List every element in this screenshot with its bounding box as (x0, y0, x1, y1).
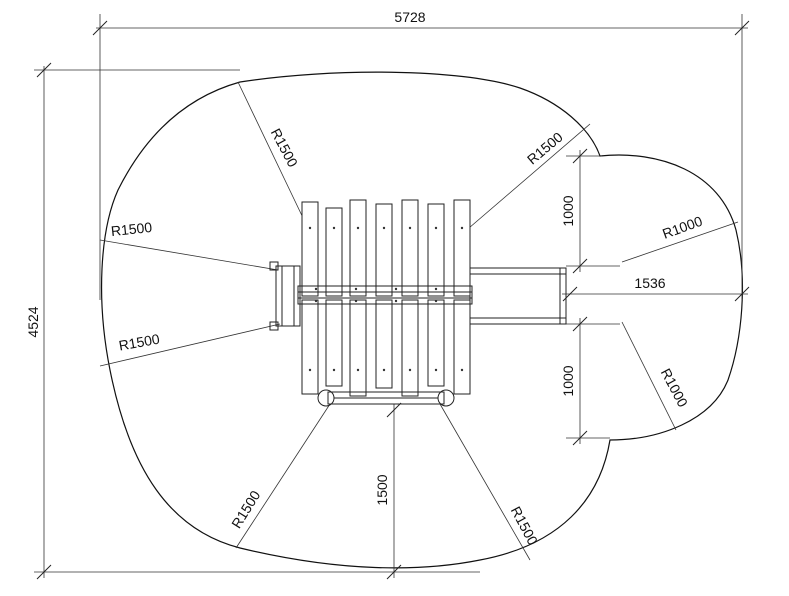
front-base (317, 389, 455, 407)
side-offset-dimension: 1536 (562, 275, 750, 302)
upper-side-label: 1000 (560, 195, 576, 226)
safety-zone-outline (101, 71, 744, 569)
left-step (269, 261, 301, 331)
side-offset-label: 1536 (634, 275, 665, 291)
lower-side-label: 1000 (560, 365, 576, 396)
front-offset-label: 1500 (374, 474, 390, 505)
radius-label-bottom-left: R1500 (228, 487, 264, 531)
radius-label-left-upper: R1500 (110, 219, 153, 239)
bolts (308, 226, 464, 372)
lower-planks (301, 299, 471, 397)
right-beam (469, 267, 567, 325)
overall-depth-label: 4524 (25, 306, 41, 337)
upper-planks (301, 199, 471, 297)
radius-label-top-right: R1500 (524, 129, 566, 168)
front-offset-dimension: 1500 (374, 402, 402, 580)
radius-leaders (99, 81, 739, 561)
center-rail (297, 285, 473, 305)
upper-side-dimension: 1000 (560, 148, 620, 274)
radius-label-left-lower: R1500 (117, 331, 161, 354)
overall-width-dimension: 5728 (92, 9, 750, 300)
overall-depth-dimension: 4524 (25, 62, 480, 580)
radius-label-right-upper: R1000 (660, 213, 704, 242)
radius-label-top-left: R1500 (268, 126, 302, 170)
radius-label-bottom-right: R1500 (508, 504, 542, 548)
lower-side-dimension: 1000 (560, 316, 620, 446)
overall-width-label: 5728 (394, 9, 425, 25)
